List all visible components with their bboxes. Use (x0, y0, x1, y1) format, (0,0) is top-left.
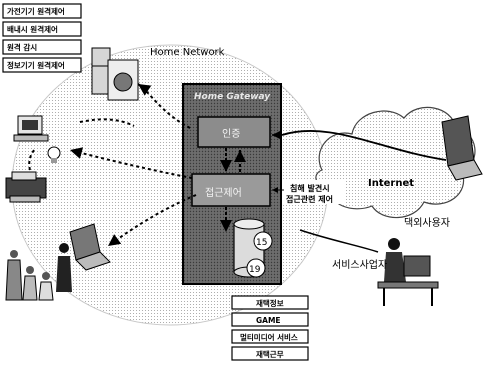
access-note-line1: 침해 발견시 (290, 183, 330, 193)
service-box-label: 재택정보 (256, 298, 284, 308)
gateway-services-list: 재택정보 GAME 멀티미디어 서비스 재택근무 (232, 296, 308, 360)
auth-label: 인증 (222, 128, 240, 140)
access-note-line2: 접근관련 제어 (286, 194, 333, 204)
home-services-list: 가전기기 원격제어 배내시 원격제어 원격 감시 정보기기 원격제어 (3, 4, 81, 72)
service-box-label: 재택근무 (256, 349, 284, 359)
disk-number-2: 19 (249, 265, 261, 275)
internet-label: Internet (368, 178, 414, 189)
service-box-label: GAME (256, 316, 281, 325)
washing-machine-icon (108, 60, 138, 100)
gateway-title: Home Gateway (194, 92, 271, 102)
access-control-label: 접근제어 (205, 187, 242, 199)
operator-icon (378, 238, 438, 306)
isp-label: 서비스사업자 (332, 258, 387, 271)
service-box-label: 멀티미디어 서비스 (240, 332, 298, 342)
home-network-label: Home Network (150, 47, 225, 58)
home-gateway: Home Gateway 인증 접근제어 15 19 (183, 84, 281, 284)
service-box-label: 가전기기 원격제어 (7, 6, 65, 16)
external-user-label: 댁외사용자 (404, 217, 450, 229)
service-box-label: 배내시 원격제어 (7, 24, 58, 34)
refrigerator-icon (92, 48, 110, 94)
service-box-label: 원격 감시 (7, 42, 37, 52)
service-box-label: 정보기기 원격제어 (7, 60, 65, 70)
disk-number-1: 15 (256, 238, 267, 248)
